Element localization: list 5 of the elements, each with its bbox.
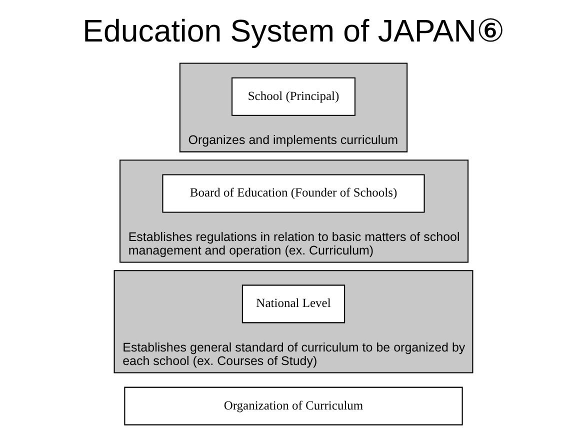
node-box: Board of Education (Founder of Schools) (162, 174, 425, 213)
node-box: School (Principal) (232, 77, 356, 116)
node-box: Organization of Curriculum (124, 386, 463, 426)
diagram-title: Education System of JAPAN⑥ (82, 13, 504, 48)
node-box: National Level (242, 284, 346, 324)
